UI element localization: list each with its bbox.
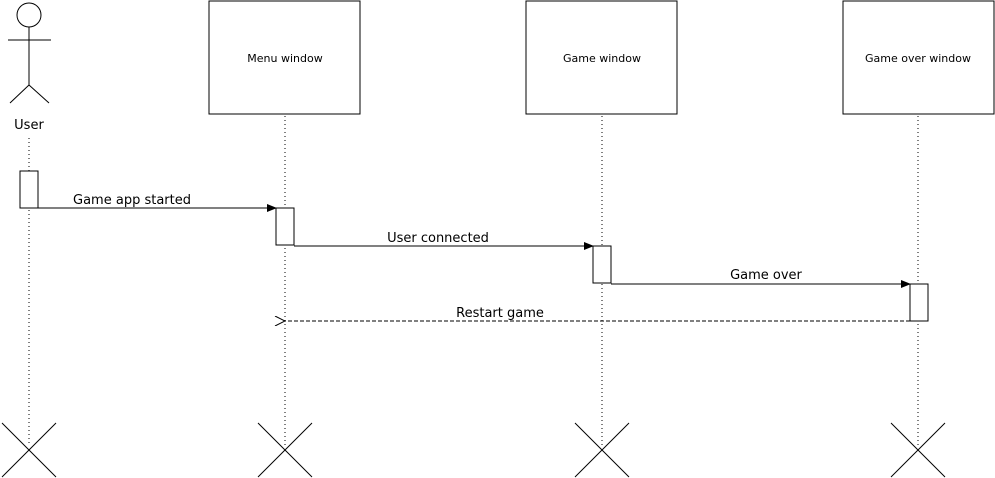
actor-head-icon <box>16 2 42 28</box>
actor-user: User <box>8 2 51 133</box>
message-game-over: Game over <box>611 268 911 288</box>
activation-user <box>19 170 39 209</box>
activation-game <box>592 245 612 284</box>
destroy-gameover-icon <box>890 422 946 478</box>
activation-menu <box>275 207 295 246</box>
actor-label: User <box>14 118 44 133</box>
message-game-app-started: Game app started <box>38 193 277 212</box>
lifeline-box-game: Game window <box>525 0 678 115</box>
message-user-connected: User connected <box>294 231 594 250</box>
activation-gameover <box>909 283 929 322</box>
destroy-user-icon <box>1 422 57 478</box>
lifeline-label-menu: Menu window <box>247 52 322 65</box>
destroy-menu-icon <box>257 422 313 478</box>
message-label: User connected <box>387 231 489 246</box>
message-label: Game app started <box>73 193 191 208</box>
lifeline-box-menu: Menu window <box>208 0 361 115</box>
destroy-game-icon <box>574 422 630 478</box>
message-restart-game: Restart game <box>285 306 910 321</box>
message-label: Game over <box>730 268 802 283</box>
lifeline-label-gameover: Game over window <box>865 52 971 65</box>
message-label: Restart game <box>456 306 544 321</box>
lifeline-label-game: Game window <box>563 52 641 65</box>
lifeline-box-gameover: Game over window <box>842 0 995 115</box>
